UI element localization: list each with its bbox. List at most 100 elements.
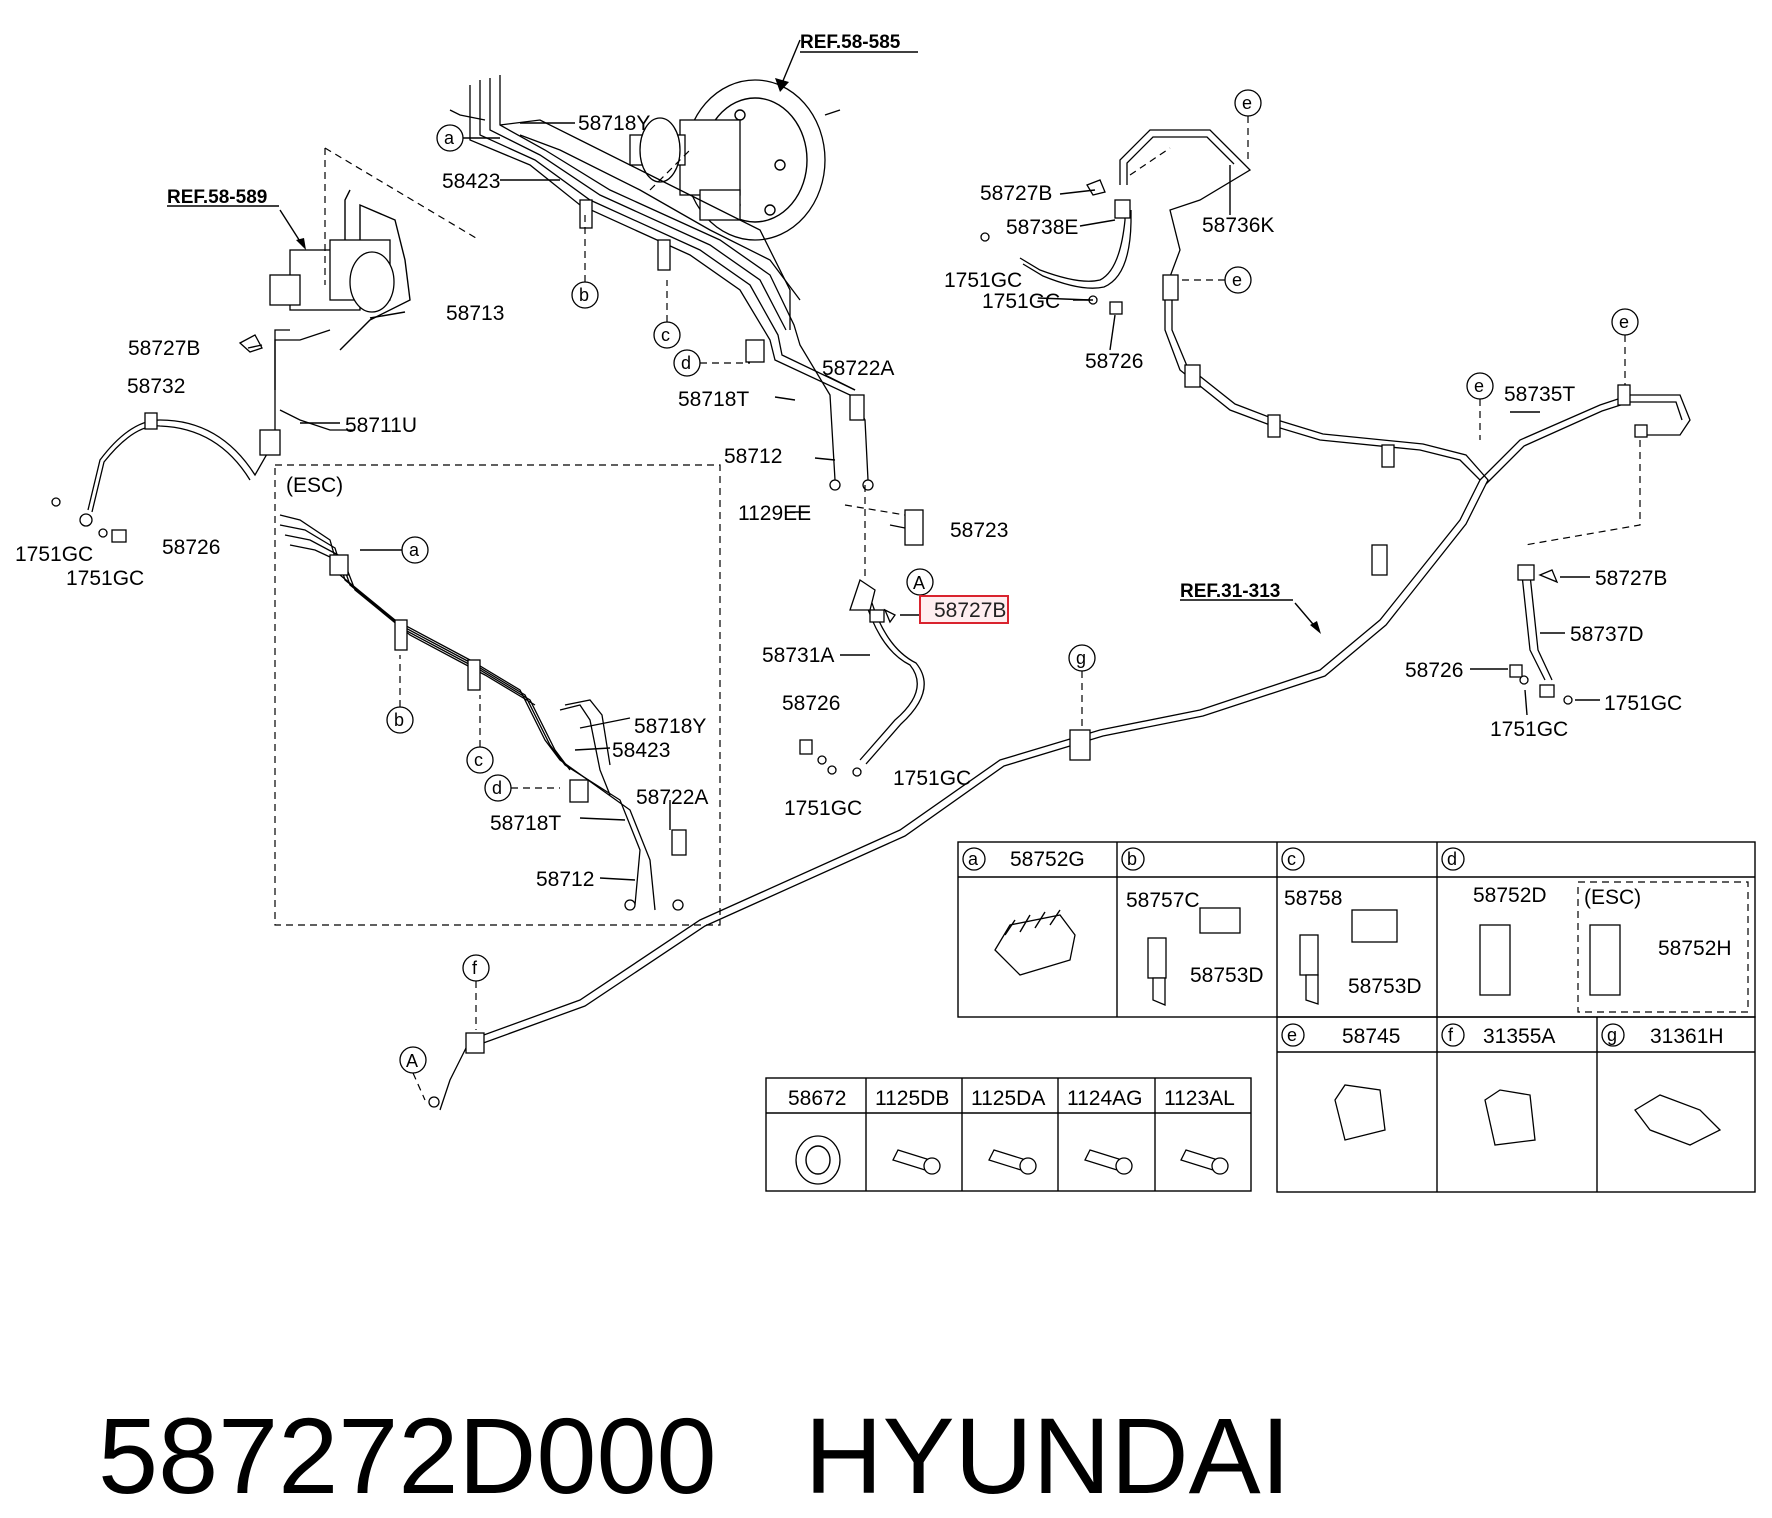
label-58722A: 58722A (822, 357, 894, 380)
svg-text:e: e (1474, 376, 1484, 396)
detail-c-part1: 58758 (1284, 887, 1342, 910)
callout-A-lower: A (399, 1046, 427, 1101)
esc-callout-d: d (484, 774, 560, 802)
label-1751GC-7: 1751GC (1604, 692, 1682, 715)
svg-text:e: e (1619, 312, 1629, 332)
label-58735T: 58735T (1504, 383, 1575, 406)
label-58423: 58423 (442, 170, 500, 193)
esc-label-58712: 58712 (536, 868, 594, 891)
abs-module (269, 189, 411, 351)
footer-part-number: 587272D000 (98, 1395, 717, 1516)
right-lines (439, 129, 1691, 1111)
detail-letter-c: c (1287, 849, 1296, 869)
detail-letter-b: b (1127, 849, 1137, 869)
svg-text:d: d (492, 778, 502, 798)
upper-lines (449, 75, 874, 491)
label-58713: 58713 (446, 302, 504, 325)
label-58727B-left: 58727B (128, 337, 200, 360)
label-1751GC-1: 1751GC (15, 543, 93, 566)
detail-letter-g: g (1607, 1025, 1617, 1045)
detail-code-a: 58752G (1010, 848, 1085, 871)
detail-letter-e: e (1287, 1025, 1297, 1045)
brake-line-diagram: REF.58-585 REF.58-589 (15, 32, 1756, 1193)
footer-brand: HYUNDAI (804, 1395, 1291, 1516)
detail-c-part2: 58753D (1348, 975, 1422, 998)
esc-label-58718T: 58718T (490, 812, 561, 835)
callout-b-upper: b (571, 215, 599, 309)
detail-d-esc: (ESC) (1584, 886, 1641, 909)
label-58726-center: 58726 (782, 692, 840, 715)
label-58736K: 58736K (1202, 214, 1274, 237)
callout-e-4: e (1611, 308, 1639, 385)
hw-header-0: 58672 (788, 1087, 846, 1110)
svg-text:a: a (444, 128, 455, 148)
ref-31-313: REF.31-313 (1180, 581, 1280, 602)
svg-text:A: A (913, 573, 925, 593)
callout-g: g (1068, 644, 1096, 730)
label-1751GC-6: 1751GC (982, 290, 1060, 313)
label-1751GC-3: 1751GC (893, 767, 971, 790)
label-58737D: 58737D (1570, 623, 1644, 646)
esc-callout-b: b (386, 655, 414, 734)
label-58731A: 58731A (762, 644, 834, 667)
label-58723: 58723 (950, 519, 1008, 542)
detail-letter-f: f (1448, 1025, 1454, 1045)
label-58712: 58712 (724, 445, 782, 468)
esc-inset (274, 464, 721, 926)
hw-header-2: 1125DA (971, 1087, 1045, 1110)
label-58727B-far-right: 58727B (1595, 567, 1667, 590)
label-58732: 58732 (127, 375, 185, 398)
esc-label-58722A: 58722A (636, 786, 708, 809)
detail-b-part2: 58753D (1190, 964, 1264, 987)
detail-b-part1: 58757C (1126, 889, 1200, 912)
detail-code-e: 58745 (1342, 1025, 1400, 1048)
esc-label: (ESC) (286, 474, 343, 497)
label-58727B-right: 58727B (980, 182, 1052, 205)
callout-e-3: e (1466, 372, 1494, 440)
label-1751GC-4: 1751GC (784, 797, 862, 820)
detail-code-f: 31355A (1483, 1025, 1555, 1048)
label-58718Y: 58718Y (578, 112, 650, 135)
leader-ref1 (779, 39, 801, 89)
label-1751GC-8: 1751GC (1490, 718, 1568, 741)
hw-header-4: 1123AL (1164, 1087, 1235, 1110)
svg-text:c: c (474, 750, 483, 770)
highlighted-part-box[interactable] (919, 595, 1009, 624)
label-58726-left: 58726 (162, 536, 220, 559)
svg-text:e: e (1242, 93, 1252, 113)
callout-A-center: A (906, 568, 934, 596)
label-58711U: 58711U (345, 414, 417, 437)
esc-lines (279, 514, 687, 911)
detail-table: a 58752G b 58757C 58753D c 58758 58753D … (957, 841, 1756, 1193)
svg-text:g: g (1076, 648, 1086, 668)
label-58726-right: 58726 (1085, 350, 1143, 373)
brake-booster (629, 79, 841, 241)
label-58738E: 58738E (1006, 216, 1078, 239)
label-1751GC-2: 1751GC (66, 567, 144, 590)
callout-e-1: e (1234, 89, 1262, 160)
svg-text:c: c (661, 325, 670, 345)
svg-text:A: A (406, 1051, 418, 1071)
svg-text:b: b (579, 285, 589, 305)
esc-callout-a: a (360, 536, 429, 564)
label-58727B-highlight[interactable]: 58727B (934, 599, 1006, 622)
hw-header-1: 1125DB (875, 1087, 949, 1110)
svg-text:e: e (1232, 270, 1242, 290)
callout-f: f (462, 954, 490, 1030)
detail-d-part2: 58752H (1658, 937, 1732, 960)
ref-58-585: REF.58-585 (800, 32, 901, 53)
label-58718T: 58718T (678, 388, 749, 411)
ref-58-589: REF.58-589 (167, 187, 267, 208)
callout-a-upper: a (436, 124, 500, 152)
esc-label-58718Y: 58718Y (634, 715, 706, 738)
svg-text:a: a (409, 540, 420, 560)
hw-header-3: 1124AG (1067, 1087, 1143, 1110)
detail-d-part1: 58752D (1473, 884, 1547, 907)
esc-callout-c: c (466, 695, 494, 774)
detail-letter-d: d (1447, 849, 1457, 869)
detail-letter-a: a (968, 849, 979, 869)
svg-text:f: f (472, 958, 478, 978)
label-58726-far-right: 58726 (1405, 659, 1463, 682)
hardware-table: 58672 1125DB 1125DA 1124AG 1123AL (765, 1077, 1252, 1192)
svg-text:d: d (681, 353, 691, 373)
